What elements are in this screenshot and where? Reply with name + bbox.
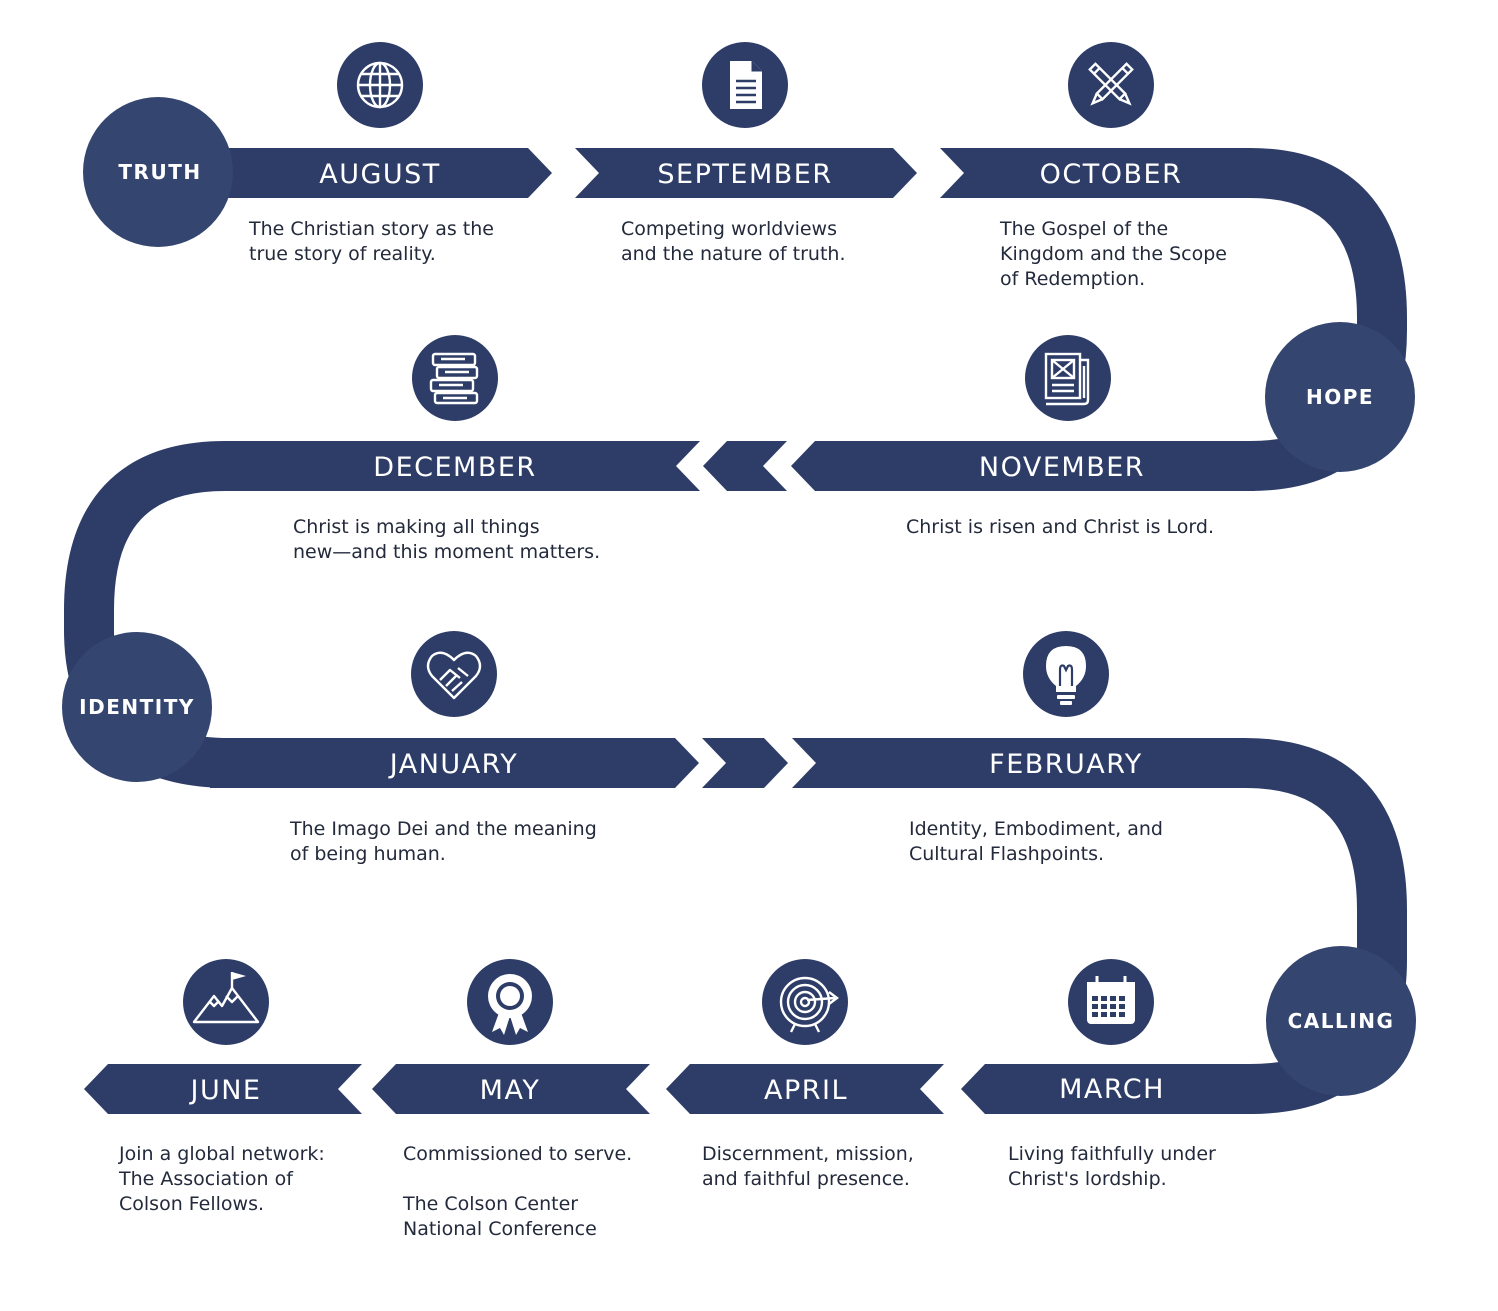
award-ribbon-icon <box>467 959 553 1045</box>
desc-october: The Gospel of the Kingdom and the Scope … <box>1000 218 1227 290</box>
month-label-august: AUGUST <box>319 159 441 190</box>
newspaper-icon <box>1025 335 1111 421</box>
ribbon-june <box>84 1064 362 1114</box>
month-label-december: DECEMBER <box>373 452 536 483</box>
desc-december: Christ is making all things new—and this… <box>293 516 601 563</box>
books-icon <box>412 335 498 421</box>
handshake-icon <box>411 631 497 717</box>
ribbon-september <box>575 148 917 198</box>
theme-label-hope: HOPE <box>1306 385 1374 409</box>
month-label-may: MAY <box>480 1075 541 1106</box>
connector-curves <box>64 148 1407 1114</box>
ribbon-march <box>961 1064 1255 1114</box>
month-label-october: OCTOBER <box>1040 159 1183 190</box>
month-label-january: JANUARY <box>388 749 518 780</box>
desc-august: The Christian story as the true story of… <box>249 218 494 265</box>
month-label-november: NOVEMBER <box>979 452 1145 483</box>
desc-march: Living faithfully under Christ's lordshi… <box>1008 1143 1216 1190</box>
month-label-march: MARCH <box>1059 1074 1165 1105</box>
document-icon <box>702 42 788 128</box>
desc-january: The Imago Dei and the meaning of being h… <box>290 818 597 865</box>
month-label-september: SEPTEMBER <box>657 159 832 190</box>
ribbon-november <box>791 441 1255 491</box>
desc-june: Join a global network: The Association o… <box>119 1143 325 1215</box>
theme-circle-truth: TRUTH <box>83 97 233 247</box>
mountain-flag-icon <box>183 959 269 1045</box>
desc-april: Discernment, mission, and faithful prese… <box>702 1143 914 1190</box>
desc-november: Christ is risen and Christ is Lord. <box>906 516 1215 538</box>
month-label-february: FEBRUARY <box>989 749 1143 780</box>
desc-february: Identity, Embodiment, and Cultural Flash… <box>909 818 1163 865</box>
ribbon-february <box>792 738 1215 788</box>
month-label-june: JUNE <box>189 1075 262 1106</box>
chevron-row-3 <box>702 738 788 788</box>
chevron-row-2 <box>703 441 787 491</box>
lightbulb-icon <box>1023 631 1109 717</box>
ribbon-december <box>230 441 700 491</box>
ribbon-may <box>372 1064 650 1114</box>
theme-label-calling: CALLING <box>1288 1009 1395 1033</box>
ribbon-january <box>210 738 699 788</box>
ribbon-august <box>200 148 552 198</box>
target-icon <box>762 959 848 1045</box>
month-label-april: APRIL <box>764 1075 848 1106</box>
theme-circle-hope: HOPE <box>1265 322 1415 472</box>
theme-circle-identity: IDENTITY <box>62 632 212 782</box>
crossed-pencils-icon <box>1068 42 1154 128</box>
theme-label-truth: TRUTH <box>118 160 201 184</box>
ribbon-october <box>940 148 1215 198</box>
ribbon-april <box>666 1064 944 1114</box>
desc-september: Competing worldviews and the nature of t… <box>621 218 846 265</box>
desc-may: Commissioned to serve. The Colson Center… <box>403 1143 633 1240</box>
theme-circle-calling: CALLING <box>1266 946 1416 1096</box>
globe-icon <box>337 42 423 128</box>
theme-label-identity: IDENTITY <box>79 695 195 719</box>
calendar-icon <box>1068 959 1154 1045</box>
